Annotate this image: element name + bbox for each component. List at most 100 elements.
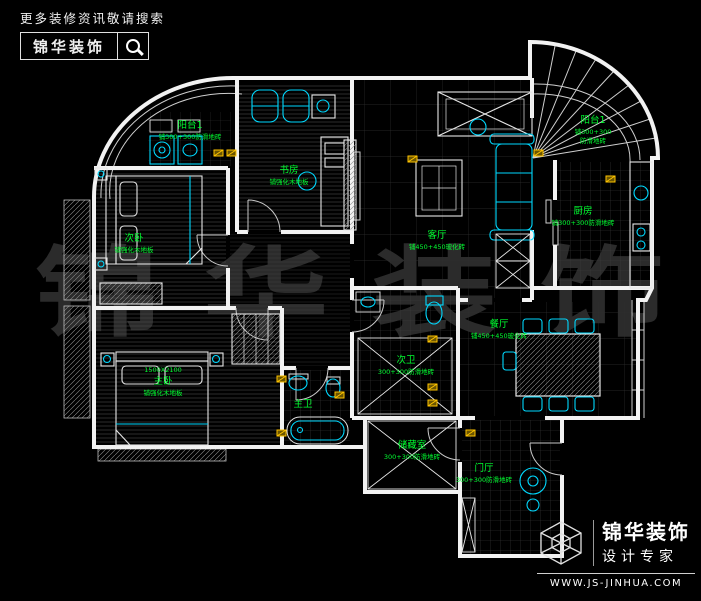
door-bath-second <box>351 299 385 333</box>
foyer-wall <box>458 418 564 558</box>
room-note2-balcony-right: 防滑地砖 <box>580 136 607 145</box>
laundry-sink <box>177 135 203 165</box>
power-symbol <box>427 399 438 407</box>
counter <box>629 161 653 289</box>
storage-shelves <box>367 420 457 490</box>
room-label-foyer: 门厅 <box>474 462 494 474</box>
cooktop <box>632 223 651 252</box>
room-note-bedroom-second: 铺强化木地板 <box>115 245 155 254</box>
pillow <box>119 225 138 261</box>
bed <box>115 175 203 265</box>
chair <box>502 351 517 371</box>
power-symbol <box>226 149 237 157</box>
room-note-bedroom-master: 铺强化木地板 <box>144 388 184 397</box>
power-symbol <box>465 429 476 437</box>
window-lines <box>100 45 657 418</box>
furniture-balcony-left <box>149 119 203 165</box>
room-label-study: 书房 <box>279 164 298 176</box>
room-label-dining: 餐厅 <box>489 318 509 330</box>
cabinet <box>495 260 531 289</box>
chair <box>548 318 569 334</box>
furniture-kitchen <box>629 161 653 289</box>
room-note-balcony-right: 铺300+300 <box>575 127 612 136</box>
furniture-living <box>415 91 535 289</box>
logo-divider <box>593 520 594 566</box>
room-note-foyer: 300+300防滑地砖 <box>456 475 513 484</box>
side-table <box>311 94 336 119</box>
diamond-logo-icon <box>540 521 582 565</box>
furniture-dining <box>502 318 601 412</box>
power-symbol <box>427 335 438 343</box>
pillow <box>119 181 138 217</box>
room-label-bath-second: 次卫 <box>396 354 416 366</box>
room-labels: 阳台1 铺300+300防滑地砖 书房 铺强化木地板 客厅 铺450+450玻化… <box>115 114 615 484</box>
kitchen-sink <box>633 185 649 201</box>
bathtub <box>286 416 349 445</box>
room-note-dining: 铺450+450玻化砖 <box>471 331 528 340</box>
toilet <box>325 378 341 398</box>
room-label-bedroom-master: 主卧 <box>153 375 173 387</box>
nightstand <box>100 352 115 367</box>
chair <box>522 318 543 334</box>
coffee-table <box>415 159 463 217</box>
header-banner: 更多装修资讯敬请搜索 锦华装饰 <box>20 8 165 60</box>
power-symbol <box>334 391 345 399</box>
power-symbol <box>276 375 287 383</box>
shoe-cabinet <box>461 497 476 553</box>
furniture-storage-foyer <box>367 420 547 553</box>
power-symbol <box>213 149 224 157</box>
room-note-study: 铺强化木地板 <box>270 177 310 186</box>
search-box-graphic: 锦华装饰 <box>20 32 150 60</box>
furniture-bedroom-second <box>94 167 203 305</box>
power-symbol <box>407 155 418 163</box>
room-label-bath-master: 主卫 <box>293 398 313 410</box>
brand-logo-block: 锦华装饰 设计专家 WWW.JS-JINHUA.COM <box>537 519 695 589</box>
pillow <box>164 365 203 385</box>
dining-table <box>515 333 601 397</box>
desk-chair <box>297 171 317 191</box>
basin <box>360 296 376 308</box>
room-dim-bedroom-master: 1500X2100 <box>144 366 182 374</box>
washer <box>149 135 175 165</box>
chair <box>574 396 595 412</box>
room-label-living: 客厅 <box>427 229 447 241</box>
room-note-bath-second: 300+300防滑地砖 <box>378 367 435 376</box>
room-label-kitchen: 厨房 <box>573 205 592 217</box>
header-tagline: 更多装修资讯敬请搜索 <box>20 11 166 26</box>
bookcase <box>343 139 357 231</box>
power-symbol <box>427 383 438 391</box>
search-brand-text: 锦华装饰 <box>33 37 106 56</box>
chair <box>548 396 569 412</box>
pillow <box>121 365 160 385</box>
stool <box>526 498 540 512</box>
furniture-bedroom-master <box>100 313 281 446</box>
shower-area <box>357 337 453 415</box>
room-note-storage: 300+300防滑地砖 <box>384 452 441 461</box>
power-symbol <box>533 149 544 157</box>
room-label-bedroom-second: 次卧 <box>124 232 144 244</box>
search-icon-cell <box>117 33 148 59</box>
side-table <box>469 118 487 136</box>
room-note-kitchen: 铺300+300防滑地砖 <box>552 218 615 227</box>
nightstand <box>94 167 108 181</box>
furniture-bath-second <box>355 291 453 415</box>
power-symbol <box>605 175 616 183</box>
website-url: WWW.JS-JINHUA.COM <box>549 578 683 589</box>
round-table <box>519 467 547 495</box>
floor-finishes <box>96 80 650 554</box>
logo-rule <box>537 573 695 574</box>
room-note-living: 铺450+450玻化砖 <box>409 242 466 251</box>
tv-cabinet <box>437 91 533 137</box>
room-note-balcony-left: 铺300+300防滑地砖 <box>159 132 222 141</box>
power-symbol <box>276 429 287 437</box>
logo-subtitle: 设计专家 <box>602 548 678 565</box>
door-bath-master <box>295 367 329 401</box>
table-lamp <box>316 99 330 113</box>
door-entry <box>529 442 563 476</box>
nightstand <box>94 257 108 271</box>
room-label-balcony-right: 阳台1 <box>580 114 605 126</box>
dresser <box>99 282 163 305</box>
chair <box>574 318 595 334</box>
